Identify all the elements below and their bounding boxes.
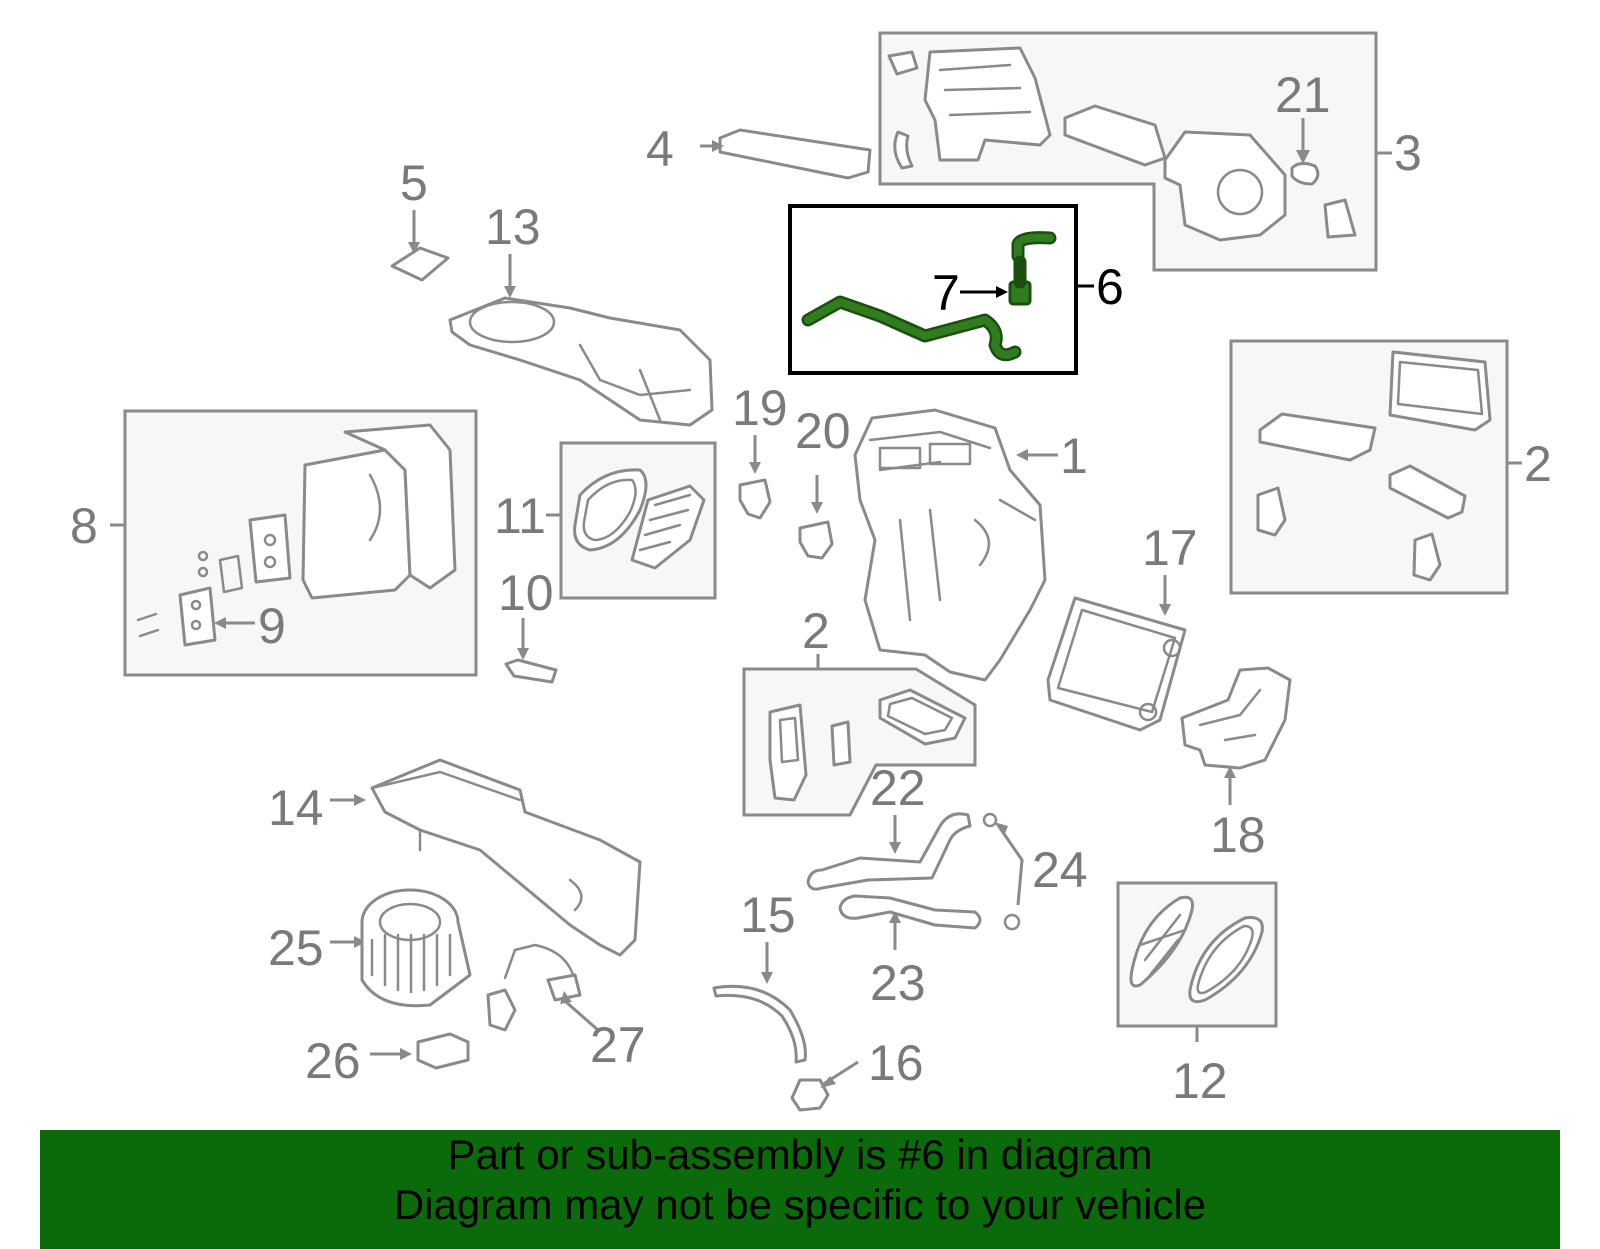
part-13: 13 (448, 199, 714, 427)
callout-24: 24 (1032, 842, 1088, 898)
callout-3: 3 (1394, 125, 1422, 181)
clip-part-5 (390, 246, 450, 282)
sensor-part (1290, 161, 1320, 186)
evaporator-part (301, 448, 412, 600)
parts-19-20: 19 20 (732, 380, 851, 560)
part-1: 1 (853, 408, 1088, 682)
callout-7: 7 (932, 265, 960, 321)
filter-part (718, 128, 872, 180)
callout-20: 20 (795, 403, 851, 459)
clip-part (887, 50, 919, 76)
callout-8: 8 (70, 498, 98, 554)
callout-26: 26 (305, 1033, 361, 1089)
group-box-3: 3 21 (878, 31, 1422, 272)
callout-4: 4 (646, 121, 674, 177)
callout-17: 17 (1142, 520, 1198, 576)
clamp-part-b (1003, 913, 1021, 931)
callout-13: 13 (485, 199, 541, 255)
group-box-12: 12 (1116, 881, 1278, 1109)
callout-12: 12 (1172, 1053, 1228, 1109)
pad-a (1256, 486, 1287, 537)
hose-part-23 (838, 894, 982, 930)
seal-part (893, 130, 914, 170)
callout-23: 23 (870, 955, 926, 1011)
callout-10: 10 (498, 565, 554, 621)
callout-15: 15 (740, 887, 796, 943)
part-4: 4 (646, 121, 872, 180)
heater-core-part (1046, 596, 1187, 732)
part-17: 17 (1046, 520, 1198, 732)
callout-18: 18 (1210, 807, 1266, 863)
clamp-part-a (982, 812, 998, 828)
blower-case-part (1163, 130, 1287, 242)
duct-part-18 (1180, 666, 1292, 770)
actuator-part-20 (798, 520, 834, 560)
callout-14: 14 (268, 780, 324, 836)
callout-21: 21 (1275, 67, 1331, 123)
callout-19: 19 (732, 380, 788, 436)
group-box-11: 11 (494, 441, 717, 600)
seal-small (1388, 464, 1467, 520)
hose-part-22 (806, 812, 972, 891)
part-18: 18 (1180, 666, 1292, 863)
parts-22-23-24: 22 23 24 (806, 760, 1088, 1011)
part-25: 25 (268, 888, 472, 1008)
seal-tiny (830, 720, 852, 767)
seal-large (1388, 350, 1492, 432)
harness-plug (546, 973, 582, 1002)
banner-line-2: Diagram may not be specific to your vehi… (393, 1181, 1207, 1228)
sensor-part-10 (504, 658, 558, 684)
resistor-part (416, 1032, 470, 1070)
drain-hose-part (712, 984, 807, 1064)
banner-line-1: Part or sub-assembly is #6 in diagram (447, 1131, 1153, 1178)
part-14: 14 (268, 758, 642, 957)
seal-flat (1258, 412, 1377, 462)
harness-wire (503, 943, 580, 987)
bracket-part (1323, 198, 1357, 239)
group-box-6: 6 7 (788, 204, 1124, 375)
part-5: 5 (390, 155, 450, 282)
callout-22: 22 (870, 760, 926, 816)
parts-15-16: 15 16 (712, 887, 924, 1112)
parts-26-27: 26 27 (305, 943, 646, 1089)
air-duct-part (923, 46, 1052, 162)
group-box-2-center: 2 (742, 603, 977, 817)
duct-part-14 (370, 758, 642, 957)
callout-25: 25 (268, 920, 324, 976)
callout-1: 1 (1060, 428, 1088, 484)
case-part-13 (448, 296, 714, 427)
info-banner: Part or sub-assembly is #6 in diagram Di… (40, 1130, 1560, 1249)
vent-gasket (1188, 916, 1264, 1004)
group-box-8: 8 9 (70, 409, 478, 677)
blower-motor (360, 920, 472, 1008)
valve-part (178, 586, 217, 647)
callout-11: 11 (494, 488, 546, 544)
callout-27: 27 (590, 1017, 646, 1073)
part-10: 10 (498, 565, 558, 684)
grommet-part (790, 1078, 830, 1112)
plate-part (248, 513, 292, 584)
callout-16: 16 (868, 1035, 924, 1091)
callout-5: 5 (400, 155, 428, 211)
actuator-part-19 (738, 478, 772, 520)
heater-unit-part (853, 408, 1047, 682)
gasket-part (573, 468, 648, 552)
callout-6: 6 (1096, 259, 1124, 315)
pad-b (1412, 532, 1442, 582)
callout-2-right: 2 (1524, 436, 1552, 492)
evaporator-back (343, 423, 457, 590)
group-box-2-right: 2 (1229, 339, 1552, 595)
harness-connector (486, 988, 517, 1032)
callout-2-center: 2 (802, 603, 830, 659)
callout-9: 9 (258, 598, 286, 654)
